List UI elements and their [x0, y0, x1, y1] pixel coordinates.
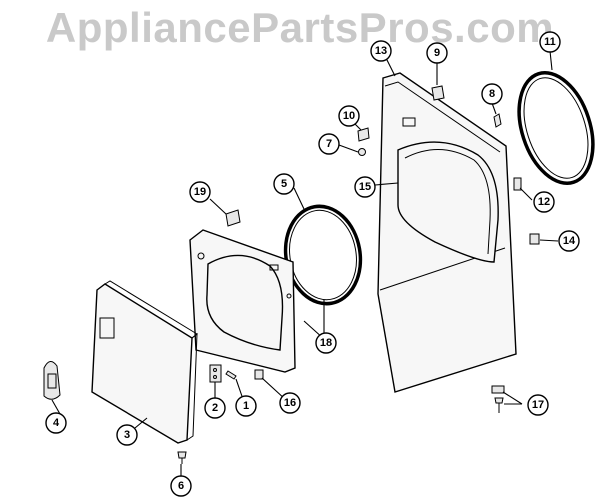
callout-14: 14 [558, 230, 580, 252]
svg-text:5: 5 [281, 178, 287, 190]
svg-text:8: 8 [489, 88, 495, 100]
callout-5: 5 [273, 173, 295, 195]
watermark-text: AppliancePartsPros.com [45, 4, 555, 51]
callout-17: 17 [527, 394, 549, 416]
callout-10: 10 [338, 105, 360, 127]
svg-text:19: 19 [194, 186, 206, 198]
callout-19: 19 [189, 181, 211, 203]
hinge-part-2 [209, 364, 222, 383]
leader-lines [51, 50, 559, 476]
callout-7: 7 [318, 133, 340, 155]
callout-2: 2 [204, 397, 226, 419]
svg-text:2: 2 [212, 402, 218, 414]
svg-text:18: 18 [320, 337, 332, 349]
svg-text:12: 12 [538, 196, 550, 208]
latch-part-12 [513, 177, 522, 191]
callout-1: 1 [235, 395, 257, 417]
svg-text:3: 3 [124, 429, 130, 441]
svg-text:10: 10 [343, 110, 355, 122]
svg-text:13: 13 [375, 45, 387, 57]
screw-part-7 [358, 148, 366, 156]
door-outer-panel-part [91, 280, 198, 444]
svg-text:14: 14 [563, 235, 576, 247]
svg-text:7: 7 [326, 138, 332, 150]
callout-13: 13 [370, 40, 392, 62]
callout-18: 18 [315, 332, 337, 354]
callout-15: 15 [354, 176, 376, 198]
callout-circles: 13 9 11 8 10 7 15 12 14 19 5 18 2 1 16 4… [45, 31, 580, 497]
gasket-ring-part [517, 71, 595, 185]
callout-12: 12 [533, 191, 555, 213]
svg-text:11: 11 [544, 36, 556, 48]
screw-part-1 [225, 370, 237, 380]
svg-text:17: 17 [532, 399, 544, 411]
door-inner-frame-part [189, 229, 296, 373]
svg-text:16: 16 [284, 397, 296, 409]
svg-text:1: 1 [243, 400, 249, 412]
clip-part-10 [357, 127, 370, 142]
screw-part-6 [177, 451, 187, 464]
callout-8: 8 [481, 83, 503, 105]
clip-part-19 [225, 209, 241, 227]
bracket-part-9 [431, 85, 445, 101]
callout-3: 3 [116, 424, 138, 446]
handle-part-4 [43, 361, 61, 400]
callout-4: 4 [45, 412, 67, 434]
svg-text:15: 15 [359, 181, 371, 193]
svg-text:9: 9 [434, 47, 440, 59]
callout-11: 11 [539, 31, 561, 53]
callout-16: 16 [279, 392, 301, 414]
screws-part-17 [491, 385, 505, 413]
svg-text:6: 6 [178, 480, 184, 492]
callout-6: 6 [170, 475, 192, 497]
front-panel-part [377, 72, 517, 393]
clip-part-16 [254, 369, 264, 380]
svg-text:4: 4 [53, 417, 60, 429]
screw-part-8 [493, 113, 502, 128]
callout-9: 9 [426, 42, 448, 64]
clip-part-14 [529, 233, 540, 245]
